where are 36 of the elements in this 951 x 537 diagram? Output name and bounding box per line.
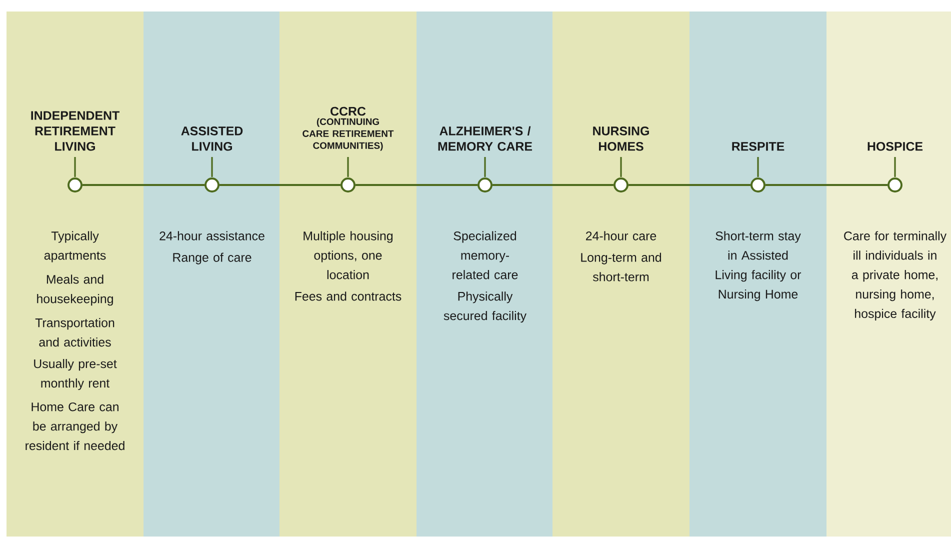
body-text: Transportation and activities [35, 318, 114, 347]
timeline-line [356, 184, 478, 186]
timeline-dot [614, 178, 628, 192]
column-heading: RESPITE [732, 142, 784, 151]
body-text: Specialized memory-related care [452, 231, 518, 280]
column-heading: INDEPENDENT RETIREMENT LIVING [31, 111, 120, 151]
body-text: Typically apartments [44, 231, 106, 262]
timeline-dot [888, 178, 902, 192]
body-text: 24-hour assistance [160, 231, 264, 240]
body-text: Physically secured facility [444, 292, 526, 323]
body-text: Fees and contracts [295, 292, 402, 301]
body-text: Range of care [173, 252, 252, 264]
body-text: Meals and housekeeping [37, 274, 113, 306]
body-text: Usually pre-set monthly rent [34, 359, 117, 390]
body-text: Multiple housing options, one location [304, 231, 393, 280]
timeline-dot [478, 178, 492, 192]
timeline-line [220, 184, 340, 186]
body-text: Long-term and short-term [581, 252, 662, 282]
timeline-dot [340, 178, 356, 192]
body-text: Care for terminally ill individuals in a private home, nursing home, hospice facility [844, 231, 946, 320]
timeline-dot [750, 178, 766, 192]
timeline-line [766, 184, 888, 186]
column-heading: ASSISTED LIVING [181, 126, 243, 151]
body-text: 24-hour care [586, 231, 656, 240]
column-heading: ALZHEIMER'S / MEMORY CARE [438, 126, 532, 151]
body-text: Short-term stay in Assisted Living facility or Nursing Home [716, 231, 802, 302]
column-heading: CCRC [330, 106, 366, 116]
column-heading: NURSING HOMES [593, 126, 649, 151]
timeline-line [492, 184, 614, 186]
column-heading: HOSPICE [868, 142, 923, 151]
timeline-dot [204, 178, 220, 192]
body-text: Home Care can be arranged by resident if needed [26, 402, 124, 450]
timeline-dot [68, 178, 82, 192]
timeline-line [82, 184, 204, 186]
column-heading: (CONTINUING CARE RETIREMENT COMMUNITIES) [302, 118, 394, 151]
timeline-line [628, 184, 750, 186]
